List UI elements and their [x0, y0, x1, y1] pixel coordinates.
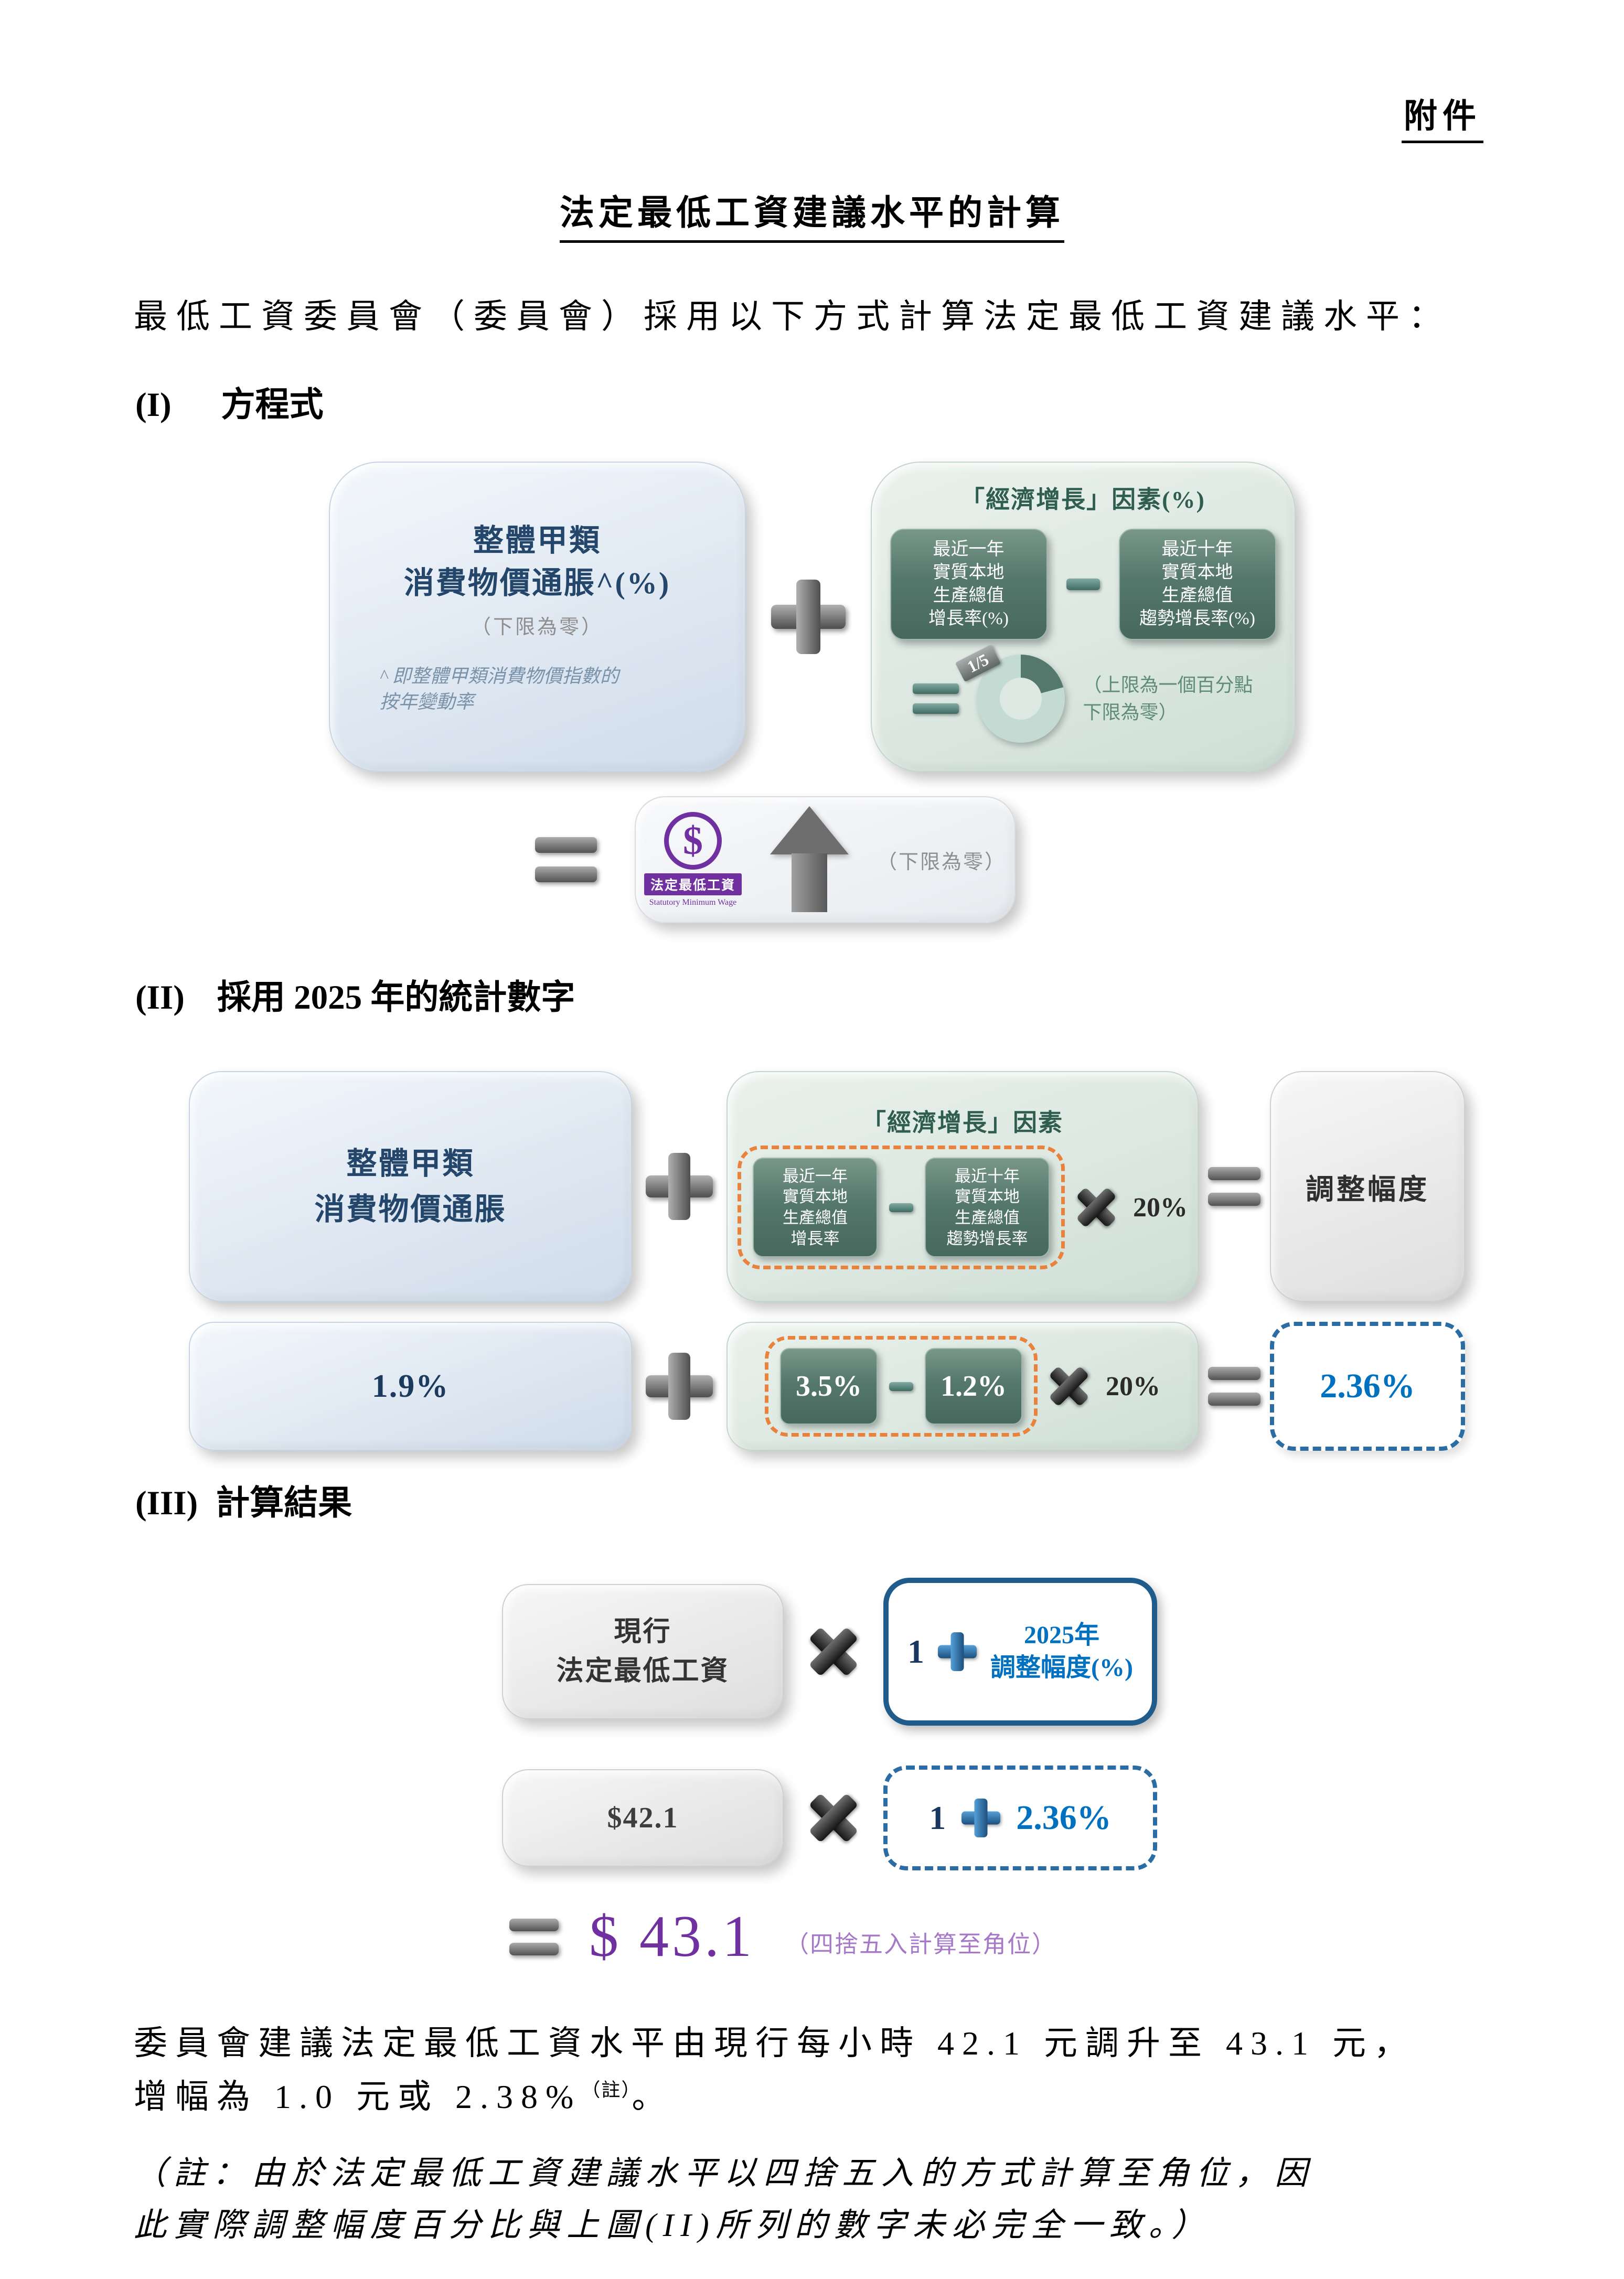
- cpi-footnote-text: ^ 即整體甲類消費物價指數的 按年變動率: [379, 666, 619, 712]
- formula-diagram: 整體甲類 消費物價通脹^(%) （下限為零） ^ 即整體甲類消費物價指數的 按年…: [0, 462, 1624, 923]
- statistics-value-row: 1.9% 3.5% 1.2% 20% 2.36%: [189, 1322, 1465, 1451]
- final-result-row: $ 43.1 （四捨五入計算至角位）: [502, 1903, 1157, 1971]
- gdp-value-difference-group: 3.5% 1.2%: [765, 1336, 1038, 1437]
- economic-growth-value-inner: 3.5% 1.2% 20%: [765, 1336, 1160, 1437]
- up-arrow-icon: [770, 806, 849, 914]
- plus-icon: [646, 1353, 713, 1420]
- section-2-title: 採用 2025 年的統計數字: [217, 979, 575, 1017]
- minus-icon: [1066, 579, 1100, 590]
- result-value-row: $42.1 1 2.36%: [502, 1766, 1157, 1870]
- plus-icon: [961, 1799, 1000, 1837]
- intro-paragraph: 最低工資委員會（委員會）採用以下方式計算法定最低工資建議水平：: [134, 298, 1451, 335]
- multiply-icon: [809, 1793, 858, 1843]
- plus-icon: [646, 1153, 713, 1220]
- multiplier-value: 20%: [1106, 1371, 1160, 1401]
- adjustment-rate-value: 2.36%: [1016, 1799, 1112, 1837]
- cpi-inflation-box: 整體甲類 消費物價通脹^(%) （下限為零） ^ 即整體甲類消費物價指數的 按年…: [328, 462, 746, 772]
- constant-one: 1: [929, 1799, 946, 1836]
- current-smw-box: 現行 法定最低工資: [502, 1584, 784, 1719]
- adjustment-value: 2.36%: [1320, 1367, 1415, 1405]
- rounding-note: （四捨五入計算至角位）: [785, 1931, 1057, 1957]
- economic-growth-title: 「經濟增長」因素(%): [960, 486, 1205, 513]
- multiply-icon: [809, 1627, 858, 1676]
- cpi-box-2025-text: 整體甲類 消費物價通脹: [314, 1147, 507, 1226]
- multiply-icon: [1076, 1187, 1116, 1227]
- adjustment-label: 調整幅度: [1306, 1173, 1429, 1205]
- footnote-paragraph: （註：由於法定最低工資建議水平以四捨五入的方式計算至角位，因 此實際調整幅度百分…: [134, 2156, 1315, 2244]
- constant-one: 1: [907, 1633, 924, 1670]
- formula-top-row: 整體甲類 消費物價通脹^(%) （下限為零） ^ 即整體甲類消費物價指數的 按年…: [0, 462, 1624, 772]
- equals-icon: [1208, 1367, 1260, 1406]
- plus-icon: [938, 1632, 977, 1671]
- section-1-title: 方程式: [221, 386, 324, 424]
- formula-result-row: $ 法定最低工資 Statutory Minimum Wage （下限為零）: [0, 796, 1587, 923]
- result-diagram: 現行 法定最低工資 1 2025年 調整幅度(%) $42.1 1 2.36% …: [502, 1578, 1157, 1971]
- adjustment-value-box: 2.36%: [1270, 1322, 1465, 1451]
- plus-icon: [771, 580, 846, 654]
- smw-icon-stack: $ 法定最低工資 Statutory Minimum Wage: [644, 812, 742, 907]
- cpi-box-2025: 整體甲類 消費物價通脹: [189, 1071, 632, 1302]
- cap-and-floor-text: （上限為一個百分點 下限為零）: [1083, 674, 1253, 723]
- equals-icon: [509, 1919, 559, 1955]
- economic-growth-inner: 最近一年 實質本地 生產總值 增長率 最近十年 實質本地 生產總值 趨勢增長率 …: [738, 1145, 1188, 1270]
- gdp-one-year-value: 3.5%: [780, 1348, 878, 1425]
- adjustment-rate-label: 2025年 調整幅度(%): [990, 1621, 1133, 1682]
- smw-label-english: Statutory Minimum Wage: [649, 898, 737, 907]
- conclusion-text-2: 。: [632, 2078, 674, 2116]
- one-fifth-ribbon: 1/5: [955, 644, 1001, 682]
- current-smw-label: 現行 法定最低工資: [556, 1617, 730, 1686]
- section-3-title: 計算結果: [216, 1484, 352, 1522]
- gdp-one-year-box: 最近一年 實質本地 生產總值 增長率(%): [890, 529, 1048, 640]
- gdp-difference-group: 最近一年 實質本地 生產總值 增長率 最近十年 實質本地 生產總值 趨勢增長率: [738, 1145, 1065, 1270]
- title-row: 法定最低工資建議水平的計算: [0, 185, 1624, 243]
- gdp-ten-year-box: 最近十年 實質本地 生產總值 趨勢增長率(%): [1118, 529, 1276, 640]
- adjustment-formula-box: 1 2025年 調整幅度(%): [883, 1578, 1157, 1726]
- one-fifth-donut-chart: 1/5: [955, 644, 1065, 743]
- cpi-value-box: 1.9%: [189, 1322, 632, 1451]
- page-title: 法定最低工資建議水平的計算: [560, 185, 1064, 243]
- economic-growth-value-box: 3.5% 1.2% 20%: [726, 1322, 1199, 1451]
- minus-icon: [889, 1382, 913, 1391]
- section-3-number: (III): [135, 1484, 198, 1522]
- note-reference: （註）: [581, 2080, 632, 2101]
- adjustment-value-formula-box: 1 2.36%: [883, 1766, 1157, 1870]
- annex-label: 附件: [1402, 89, 1483, 143]
- section-1-heading: (I) 方程式: [135, 377, 324, 426]
- statistics-diagram: 整體甲類 消費物價通脹 「經濟增長」因素 最近一年 實質本地 生產總值 增長率 …: [189, 1071, 1465, 1451]
- section-1-number: (I): [135, 386, 172, 424]
- economic-growth-box-2025: 「經濟增長」因素 最近一年 實質本地 生產總值 增長率 最近十年 實質本地 生產…: [726, 1071, 1199, 1302]
- multiplier-label: 20%: [1133, 1192, 1188, 1223]
- conclusion-paragraph: 委員會建議法定最低工資水平由現行每小時 42.1 元調升至 43.1 元， 增幅…: [134, 2017, 1498, 2124]
- cpi-floor-text: （下限為零）: [471, 616, 603, 639]
- minus-icon: [889, 1203, 913, 1212]
- section-2-number: (II): [135, 979, 185, 1017]
- smw-label: 法定最低工資: [644, 873, 742, 895]
- one-fifth-row: 1/5 （上限為一個百分點 下限為零）: [872, 644, 1295, 743]
- current-smw-value: $42.1: [607, 1802, 679, 1834]
- multiply-icon: [1049, 1366, 1089, 1406]
- economic-growth-box: 「經濟增長」因素(%) 最近一年 實質本地 生產總值 增長率(%) 最近十年 實…: [870, 462, 1296, 772]
- gdp-ten-year-value: 1.2%: [925, 1348, 1022, 1425]
- conclusion-text-1: 委員會建議法定最低工資水平由現行每小時 42.1 元調升至 43.1 元， 增幅…: [134, 2025, 1415, 2116]
- gdp-ten-year-box: 最近十年 實質本地 生產總值 趨勢增長率: [925, 1157, 1050, 1258]
- cpi-inflation-text: 整體甲類 消費物價通脹^(%): [403, 523, 671, 600]
- current-smw-value-box: $42.1: [502, 1769, 784, 1867]
- smw-result-box: $ 法定最低工資 Statutory Minimum Wage （下限為零）: [635, 796, 1016, 923]
- equals-icon: [913, 683, 959, 714]
- final-wage-value: $ 43.1: [589, 1904, 755, 1969]
- result-label-row: 現行 法定最低工資 1 2025年 調整幅度(%): [502, 1578, 1157, 1726]
- economic-growth-title-2025: 「經濟增長」因素: [862, 1109, 1063, 1136]
- equals-icon: [1208, 1167, 1260, 1206]
- equals-icon: [535, 837, 597, 882]
- gdp-comparison-row: 最近一年 實質本地 生產總值 增長率(%) 最近十年 實質本地 生產總值 趨勢增…: [890, 529, 1276, 640]
- dollar-icon: $: [664, 812, 722, 870]
- statistics-label-row: 整體甲類 消費物價通脹 「經濟增長」因素 最近一年 實質本地 生產總值 增長率 …: [189, 1071, 1465, 1302]
- gdp-one-year-box: 最近一年 實質本地 生產總值 增長率: [753, 1157, 878, 1258]
- section-2-heading: (II) 採用 2025 年的統計數字: [135, 969, 575, 1019]
- cpi-value: 1.9%: [371, 1368, 450, 1404]
- section-3-heading: (III) 計算結果: [135, 1475, 352, 1524]
- result-floor-text: （下限為零）: [877, 851, 1007, 873]
- adjustment-box: 調整幅度: [1270, 1071, 1465, 1302]
